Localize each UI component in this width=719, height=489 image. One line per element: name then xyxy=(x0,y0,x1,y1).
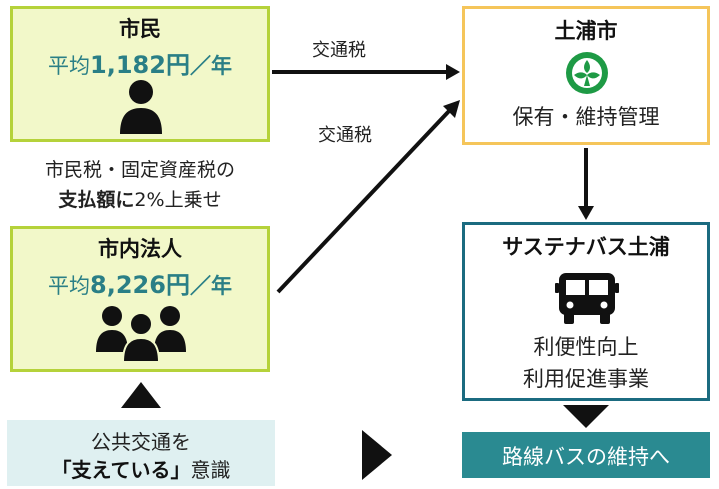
note-line2-bold: 支払額に xyxy=(58,189,135,211)
corp-avg-amount: 8,226円 xyxy=(90,271,190,299)
corporation-box: 市内法人 平均8,226円／年 xyxy=(10,226,270,372)
citizen-avg-prefix: 平均 xyxy=(48,54,91,78)
note-line2: 支払額に2%上乗せ xyxy=(10,185,270,215)
citizen-avg-suffix: ／年 xyxy=(189,54,232,78)
triangle-down-to-result xyxy=(563,405,609,428)
triangle-right-to-result xyxy=(362,430,392,480)
triangle-up-to-corporation xyxy=(121,382,161,408)
awareness-box: 公共交通を 「支えている」意識 xyxy=(7,420,275,486)
citizen-box: 市民 平均1,182円／年 xyxy=(10,6,270,142)
result-box: 路線バスの維持へ xyxy=(462,432,710,478)
bus-line1: 利便性向上 xyxy=(533,335,639,359)
city-title: 土浦市 xyxy=(554,19,618,43)
city-box: 土浦市 保有・維持管理 xyxy=(462,6,710,145)
awareness-line2: 「支えている」意識 xyxy=(7,454,275,483)
corporation-average: 平均8,226円／年 xyxy=(13,265,267,300)
note-line1: 市民税・固定資産税の xyxy=(44,159,235,181)
citizen-title: 市民 xyxy=(119,17,161,41)
tax-label-citizen: 交通税 xyxy=(312,40,366,61)
city-subtitle: 保有・維持管理 xyxy=(512,105,660,129)
bus-line2: 利用促進事業 xyxy=(523,367,649,391)
bus-icon xyxy=(555,273,619,324)
people-group-icon xyxy=(96,306,186,362)
corp-avg-suffix: ／年 xyxy=(189,274,232,298)
bus-company-box: サステナバス土浦 利便性向上 利用促進事業 xyxy=(462,222,710,401)
awareness-line2-bold: 「支えている」 xyxy=(51,458,191,482)
bus-company-title: サステナバス土浦 xyxy=(502,235,670,259)
city-emblem-icon xyxy=(566,52,608,94)
arrow-citizen-to-city xyxy=(272,64,460,80)
awareness-line1: 公共交通を xyxy=(91,430,191,454)
person-icon xyxy=(120,80,162,134)
tax-surcharge-note: 市民税・固定資産税の 支払額に2%上乗せ xyxy=(10,155,270,215)
tax-label-corporation: 交通税 xyxy=(318,125,372,146)
corporation-title: 市内法人 xyxy=(98,237,182,261)
arrow-corporation-to-city xyxy=(276,100,460,294)
citizen-avg-amount: 1,182円 xyxy=(90,51,190,79)
result-text: 路線バスの維持へ xyxy=(502,445,670,469)
awareness-line2-rest: 意識 xyxy=(190,458,231,482)
arrow-city-to-bus xyxy=(578,148,594,220)
corp-avg-prefix: 平均 xyxy=(48,274,91,298)
note-line2-rest: 2%上乗せ xyxy=(134,189,222,211)
citizen-average: 平均1,182円／年 xyxy=(13,45,267,80)
